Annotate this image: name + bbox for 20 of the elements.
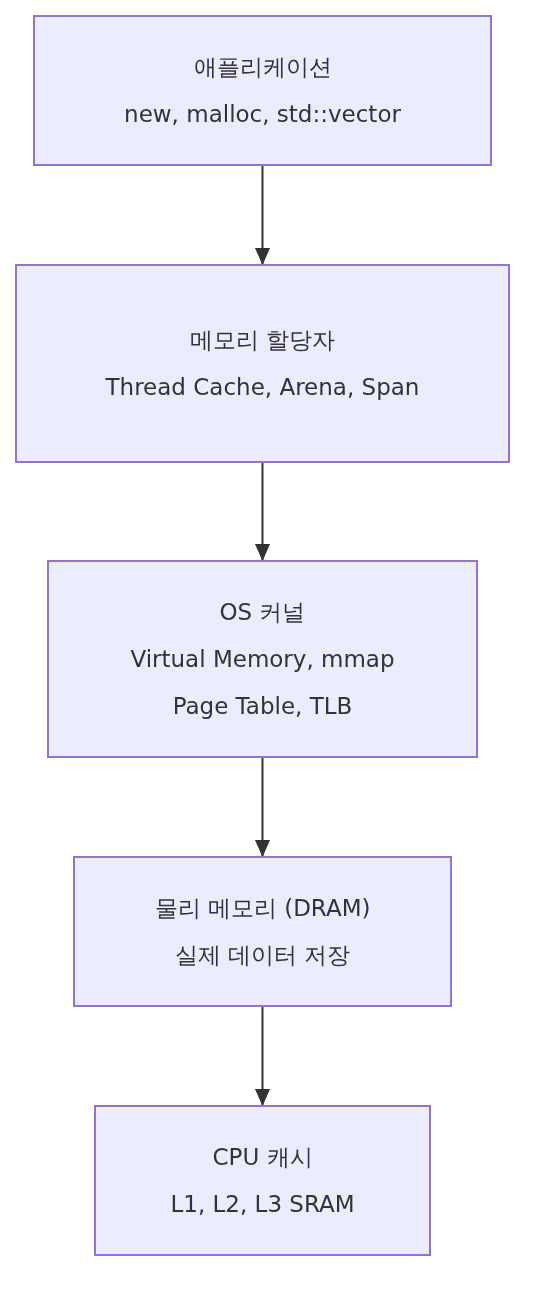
box-text: 실제 데이터 저장: [174, 940, 351, 970]
arrow: [255, 1006, 270, 1106]
box-title: OS 커널: [219, 597, 306, 627]
arrow: [255, 165, 270, 265]
box-title: 애플리케이션: [193, 52, 332, 82]
arrow: [255, 462, 270, 561]
layer-box: [73, 856, 452, 1007]
layer-box: [33, 15, 492, 166]
layer-box: [15, 264, 510, 463]
box-title: 물리 메모리 (DRAM): [154, 893, 371, 923]
box-text: L1, L2, L3 SRAM: [170, 1189, 355, 1219]
box-title: CPU 캐시: [212, 1142, 313, 1172]
box-text: new, malloc, std::vector: [124, 99, 401, 129]
box-title: 메모리 할당자: [189, 325, 336, 355]
box-text: Page Table, TLB: [172, 691, 353, 721]
layer-box: [47, 560, 478, 758]
box-text: Thread Cache, Arena, Span: [105, 372, 420, 402]
layer-box: [94, 1105, 431, 1256]
box-text: Virtual Memory, mmap: [130, 644, 395, 674]
arrow: [255, 757, 270, 857]
